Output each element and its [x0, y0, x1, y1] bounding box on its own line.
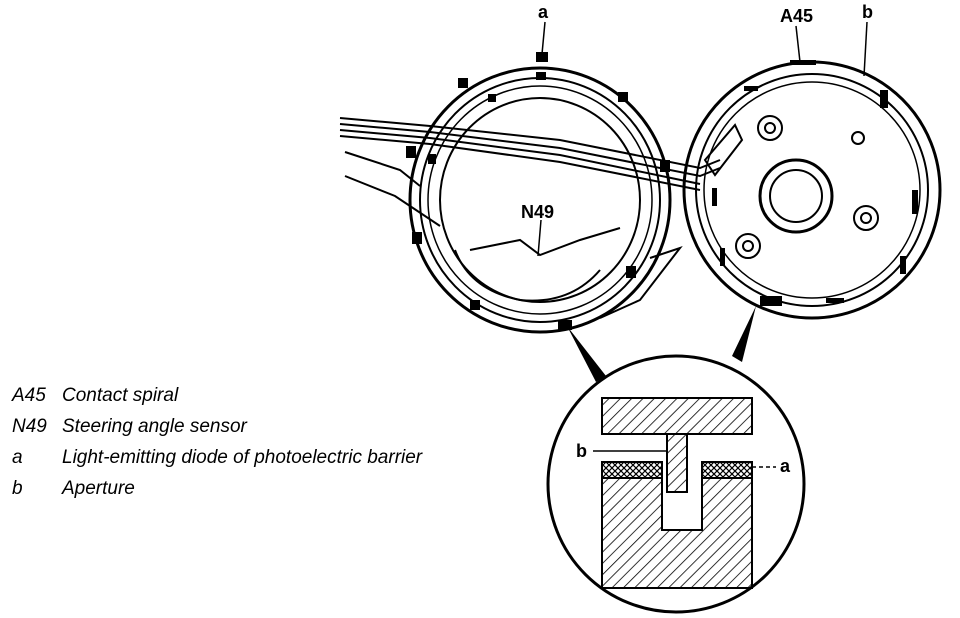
- contact-spiral-segments: [712, 60, 918, 306]
- sensor-segment-marks: [406, 52, 670, 330]
- legend: A45 Contact spiral N49 Steering angle se…: [12, 380, 422, 504]
- legend-code: N49: [12, 416, 47, 437]
- legend-code: a: [12, 447, 23, 468]
- callout-n49: N49: [521, 202, 554, 222]
- legend-code: b: [12, 478, 23, 499]
- detail-pointers: [567, 306, 756, 382]
- top-leader-lines: [537, 21, 868, 257]
- legend-text: Steering angle sensor: [62, 416, 247, 437]
- photoelectric-barrier-detail: [546, 354, 806, 614]
- legend-item-b: b Aperture: [12, 473, 422, 504]
- legend-item-n49: N49 Steering angle sensor: [12, 411, 422, 442]
- legend-item-a45: A45 Contact spiral: [12, 380, 422, 411]
- callout-a-detail: a: [780, 456, 791, 476]
- legend-text: Aperture: [62, 478, 135, 499]
- legend-code: A45: [12, 385, 46, 406]
- callout-b-detail: b: [576, 441, 587, 461]
- contact-spiral-ring: [682, 60, 942, 320]
- legend-item-a: a Light-emitting diode of photoelectric …: [12, 442, 422, 473]
- callout-b-top: b: [862, 2, 873, 22]
- callout-a45: A45: [780, 6, 813, 26]
- legend-text: Contact spiral: [62, 385, 179, 406]
- callout-a-top: a: [538, 2, 549, 22]
- legend-text: Light-emitting diode of photoelectric ba…: [62, 447, 423, 468]
- steering-angle-sensor-ring: [408, 66, 672, 334]
